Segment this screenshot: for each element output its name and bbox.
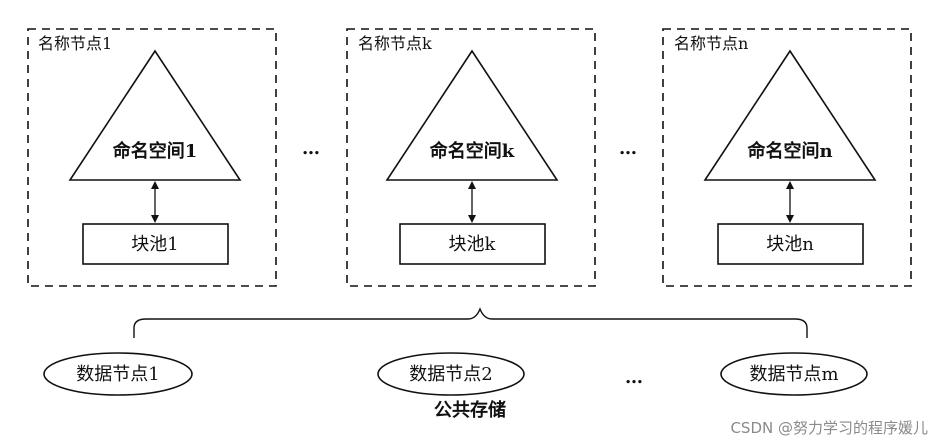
data-node-m-label: 数据节点m [749, 364, 838, 385]
name-node-k: 名称节点k 命名空间k 块池k [346, 28, 596, 287]
name-node-k-title: 名称节点k [358, 34, 432, 53]
block-pool-n-box [717, 223, 864, 265]
block-pool-1-label: 块池1 [131, 234, 178, 255]
data-node-2: 数据节点2 [377, 352, 525, 396]
name-node-n: 名称节点n 命名空间n 块池n [662, 28, 912, 287]
data-node-m-ellipse [720, 352, 868, 396]
data-node-2-label: 数据节点2 [409, 364, 492, 385]
data-node-m: 数据节点m [720, 352, 868, 396]
block-pool-k-label: 块池k [449, 234, 497, 255]
namespace-n-label: 命名空间n [747, 140, 832, 162]
block-pool-k-box [399, 223, 546, 265]
block-pool-n-label: 块池n [766, 234, 814, 255]
watermark-text: CSDN @努力学习的程序媛儿 [730, 419, 928, 437]
name-node-n-title: 名称节点n [674, 34, 748, 53]
data-node-ellipsis: … [625, 367, 643, 388]
namespace-1-label: 命名空间1 [113, 140, 198, 162]
name-node-1-title: 名称节点1 [38, 34, 112, 53]
data-node-1: 数据节点1 [43, 352, 193, 396]
shared-storage-brace [133, 307, 808, 338]
shared-storage-label: 公共存储 [434, 399, 506, 421]
name-node-ellipsis-2: … [619, 138, 637, 159]
namespace-k-triangle [385, 49, 559, 181]
namespace-n-triangle [703, 49, 877, 181]
name-node-1: 名称节点1 命名空间1 块池1 [27, 28, 277, 287]
data-node-2-ellipse [377, 352, 525, 396]
data-node-1-ellipse [43, 352, 193, 396]
name-node-ellipsis-1: … [302, 138, 320, 159]
block-pool-1-box [82, 223, 229, 265]
namespace-k-label: 命名空间k [430, 140, 515, 162]
data-node-1-label: 数据节点1 [76, 364, 159, 385]
namespace-1-triangle [68, 49, 242, 181]
